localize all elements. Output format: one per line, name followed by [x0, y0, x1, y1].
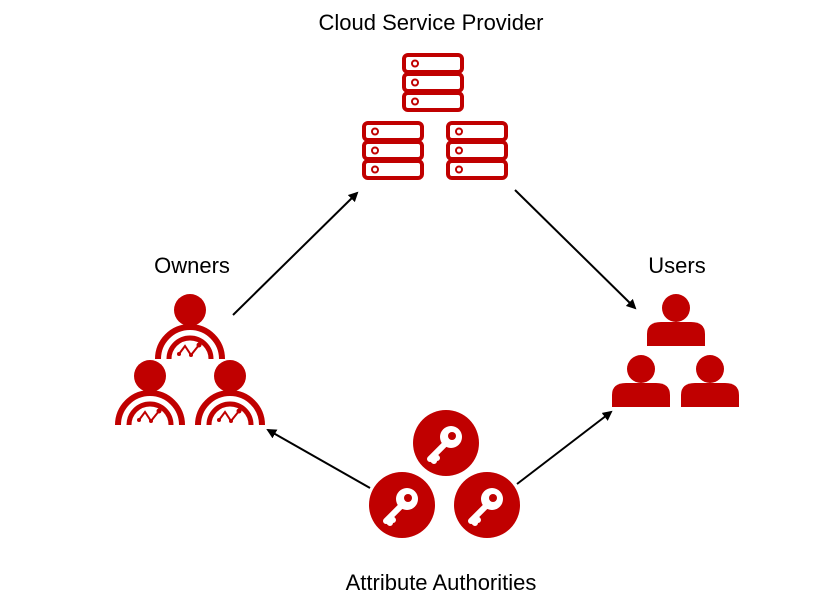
data-owner-group-icon	[118, 294, 262, 425]
arrow-owners-to-cloud	[232, 191, 359, 316]
arrow-authorities-to-owners	[266, 429, 371, 489]
cloud-label: Cloud Service Provider	[319, 10, 544, 35]
user-group-icon	[612, 294, 739, 407]
key-circle-icon	[369, 410, 520, 538]
arrow-authorities-to-users	[516, 410, 613, 485]
arrow-cloud-to-users	[514, 189, 637, 310]
authorities-label: Attribute Authorities	[346, 570, 537, 595]
users-label: Users	[648, 253, 705, 278]
owners-label: Owners	[154, 253, 230, 278]
server-stack-icon	[362, 53, 508, 180]
